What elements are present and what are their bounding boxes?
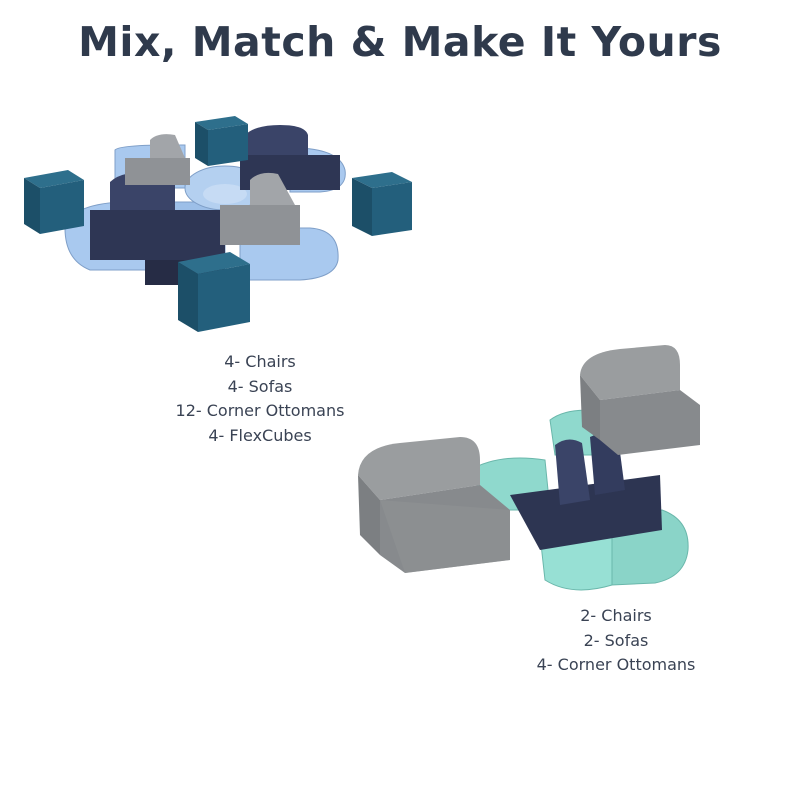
caption-line: 4- Sofas (227, 376, 293, 396)
chair-back (150, 134, 185, 158)
caption-line: 4- FlexCubes (208, 425, 312, 445)
configuration-b-illustration (358, 345, 700, 591)
sofa (90, 210, 225, 260)
chair (358, 437, 510, 573)
sofa (510, 475, 662, 550)
configuration-b-caption: 2- Chairs 2- Sofas 4- Corner Ottomans (466, 604, 766, 678)
sofa-back (245, 125, 308, 155)
caption-line: 12- Corner Ottomans (175, 401, 345, 420)
chair (125, 158, 190, 185)
chair (220, 205, 300, 245)
flexcube (195, 116, 248, 166)
sofa-back (555, 439, 590, 505)
caption-line: 2- Sofas (583, 630, 649, 650)
flexcube (178, 252, 250, 332)
flexcubes-group (24, 116, 412, 332)
chair-back (250, 172, 295, 205)
caption-line: 2- Chairs (580, 606, 652, 625)
chairs-group (125, 134, 300, 245)
chair (580, 345, 700, 455)
caption-line: 4- Corner Ottomans (536, 655, 696, 674)
caption-line: 4- Chairs (224, 352, 296, 371)
flexcube (352, 172, 412, 236)
page-title: Mix, Match & Make It Yours (78, 18, 722, 66)
flexcube (24, 170, 84, 234)
configuration-a-illustration (24, 116, 412, 332)
chairs-group (358, 345, 700, 573)
configuration-a-caption: 4- Chairs 4- Sofas 12- Corner Ottomans 4… (110, 350, 410, 448)
